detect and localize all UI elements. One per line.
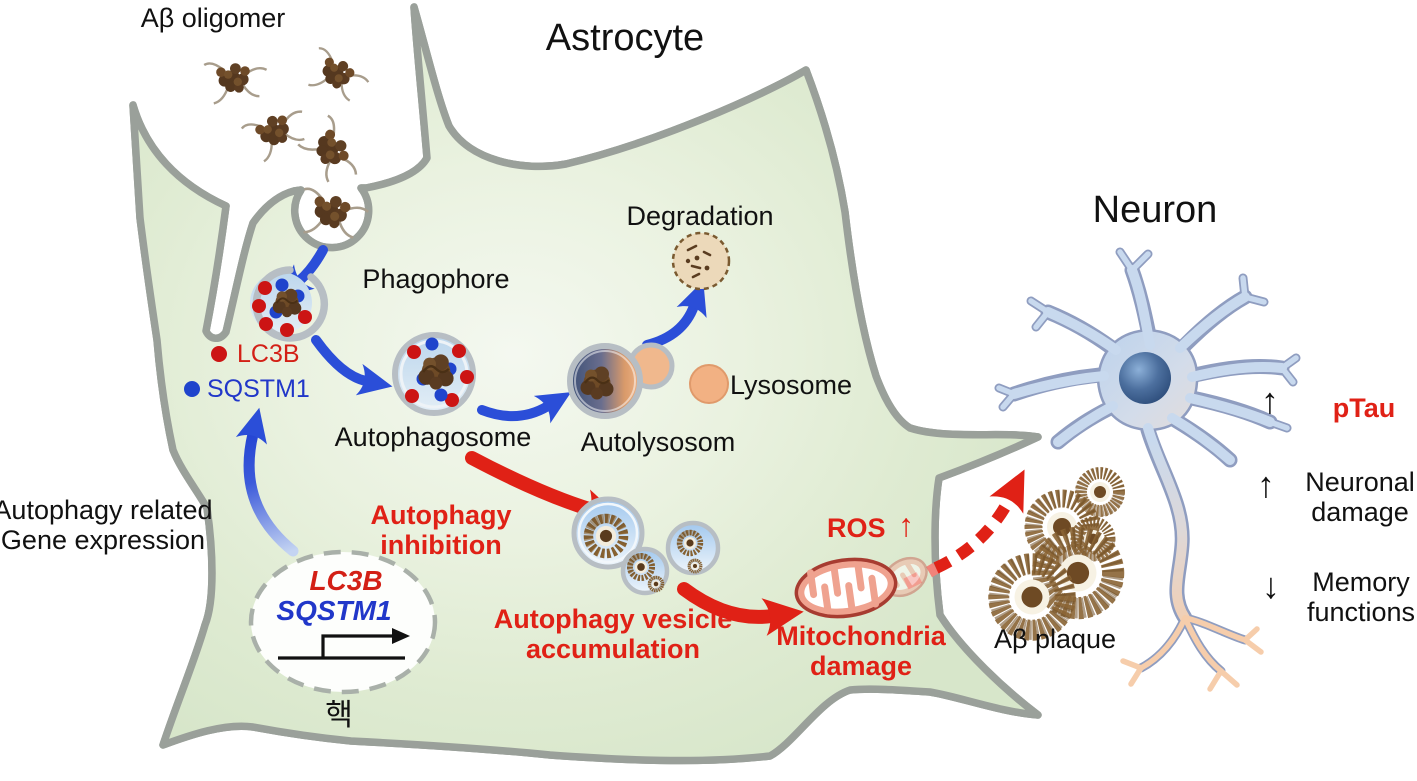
arrow-vesicle-to-mitochondria xyxy=(677,582,804,636)
ros-label: ROS xyxy=(827,513,886,543)
arrow-endocytosis xyxy=(278,245,328,299)
autophagy-inhibition-line2: inhibition xyxy=(380,530,502,561)
axon-icon xyxy=(1143,423,1190,623)
memory-functions-line2: functions xyxy=(1306,597,1416,628)
legend-lc3b-label: LC3B xyxy=(237,340,300,368)
gene-expression-label: Autophagy related Gene expression xyxy=(0,495,213,555)
lc3b-dot-icon xyxy=(211,346,227,362)
vesicle-accumulation-label: Autophagy vesicle accumulation xyxy=(494,604,733,664)
degradation-label: Degradation xyxy=(626,201,774,231)
autolysosome-label: Autolysosom xyxy=(580,427,736,457)
autophagosome-icon xyxy=(392,332,476,416)
arrow-phagophore-to-autophagosome xyxy=(311,335,393,396)
arrow-gene-expression xyxy=(235,407,299,557)
nucleus-korean-label: 핵 xyxy=(325,699,353,732)
neuronal-damage-line2: damage xyxy=(1311,497,1409,528)
memory-functions-line1: Memory xyxy=(1312,567,1410,597)
neuronal-damage-line1: Neuronal xyxy=(1305,467,1415,497)
neuronal-damage-label: Neuronal damage xyxy=(1305,467,1415,527)
ptau-up-arrow: ↑ xyxy=(1261,380,1279,421)
ab-plaque-icons xyxy=(986,466,1127,643)
arrow-autophagy-inhibition xyxy=(465,451,623,526)
neuron-icon xyxy=(994,247,1301,692)
vesicle-accumulation-line2: accumulation xyxy=(525,634,701,665)
neuronal-damage-up-arrow: ↑ xyxy=(1257,464,1275,505)
autophagy-inhibition-line1: Autophagy xyxy=(370,500,512,530)
ros-up-arrow: ↑ xyxy=(898,507,914,543)
astrocyte-title: Astrocyte xyxy=(545,17,705,59)
vesicle-cluster-icon xyxy=(571,496,721,596)
nucleus-sqstm1-label: SQSTM1 xyxy=(276,595,392,626)
mitochondria-damage-line1: Mitochondria xyxy=(776,621,946,651)
nucleus-lc3b-label: LC3B xyxy=(309,565,383,596)
sqstm1-dot-icon xyxy=(184,381,200,397)
phagophore-label: Phagophore xyxy=(362,264,510,294)
lysosome-label: Lysosome xyxy=(730,370,853,400)
legend-sqstm1-label: SQSTM1 xyxy=(207,375,310,403)
autophagosome-label: Autophagosome xyxy=(334,422,532,452)
axon-branches-icon xyxy=(1120,615,1264,692)
autophagy-inhibition-label: Autophagy inhibition xyxy=(371,500,512,560)
mitochondria-icon xyxy=(794,556,928,619)
astrocyte-nucleus-icon xyxy=(248,549,438,695)
transcription-arrow-icon xyxy=(278,628,410,660)
gene-expression-line1: Autophagy related xyxy=(0,495,213,525)
memory-functions-down-arrow: ↓ xyxy=(1262,565,1280,606)
memory-functions-label: Memory functions xyxy=(1307,567,1415,627)
arrow-autophagosome-to-autolysosome xyxy=(477,392,572,424)
degradation-vesicle-icon xyxy=(671,231,731,291)
mitochondria-damage-line2: damage xyxy=(809,651,913,682)
vesicle-accumulation-line1: Autophagy vesicle xyxy=(493,604,733,634)
lysosome-icon xyxy=(689,364,729,404)
mitochondria-damage-label: Mitochondria damage xyxy=(776,621,946,681)
phagophore-icon xyxy=(250,266,329,342)
arrow-ros-to-neuron xyxy=(933,469,1025,574)
neuron-title: Neuron xyxy=(1092,189,1218,231)
ptau-label: pTau xyxy=(1332,393,1396,423)
autolysosome-icon xyxy=(567,342,675,419)
neuron-nucleus-icon xyxy=(1119,352,1171,404)
gene-expression-line2: Gene expression xyxy=(0,525,206,556)
ab-oligomer-label: Aβ oligomer xyxy=(140,3,286,33)
ab-plaque-label: Aβ plaque xyxy=(993,624,1117,654)
